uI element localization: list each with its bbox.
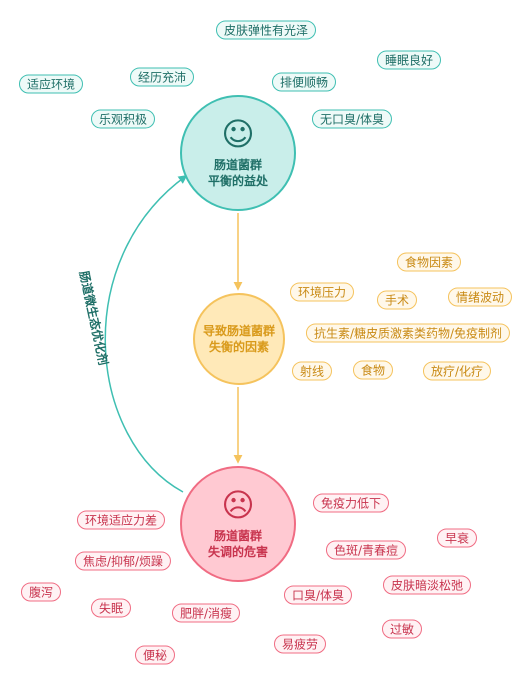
cause-tag: 手术 (376, 290, 418, 310)
cause-tag: 放疗/化疗 (422, 361, 492, 381)
cause-tag: 食物因素 (396, 252, 462, 272)
harms-title-line1: 肠道菌群 (213, 529, 262, 543)
benefits-title-line1: 肠道菌群 (213, 158, 262, 172)
harm-tag: 口臭/体臭 (283, 585, 353, 605)
arc-recovery-arrow (104, 174, 188, 493)
cause-tag: 抗生素/糖皮质激素类药物/免疫制剂 (305, 323, 511, 343)
harm-tag: 免疫力低下 (312, 493, 390, 513)
smile-icon: ☺ (221, 115, 255, 153)
causes-title-line2: 失衡的因素 (208, 340, 269, 354)
harm-tag: 易疲劳 (273, 634, 327, 654)
causes-circle: 导致肠道菌群 失衡的因素 (193, 293, 285, 385)
harm-tag: 色斑/青春痘 (325, 540, 407, 560)
harm-tag: 环境适应力差 (76, 510, 166, 530)
harms-circle: ☹ 肠道菌群 失调的危害 (180, 466, 296, 582)
harm-tag: 肥胖/消瘦 (171, 603, 241, 623)
harm-tag: 腹泻 (20, 582, 62, 602)
harm-tag: 早衰 (436, 528, 478, 548)
benefits-circle: ☺ 肠道菌群 平衡的益处 (180, 95, 296, 211)
benefit-tag: 适应环境 (18, 74, 84, 94)
benefit-tag: 经历充沛 (129, 67, 195, 87)
cause-tag: 环境压力 (289, 282, 355, 302)
harm-tag: 便秘 (134, 645, 176, 665)
harm-tag: 失眠 (90, 598, 132, 618)
cause-tag: 射线 (291, 361, 333, 381)
harms-title-line2: 失调的危害 (207, 545, 268, 559)
benefit-tag: 无口臭/体臭 (311, 109, 393, 129)
benefit-tag: 排便顺畅 (271, 72, 337, 92)
harm-tag: 皮肤暗淡松弛 (382, 575, 472, 595)
benefit-tag: 乐观积极 (90, 109, 156, 129)
benefit-tag: 皮肤弹性有光泽 (215, 20, 317, 40)
frown-icon: ☹ (221, 486, 255, 524)
benefit-tag: 睡眠良好 (376, 50, 442, 70)
harm-tag: 焦虑/抑郁/烦躁 (74, 551, 172, 571)
benefits-title-line2: 平衡的益处 (207, 174, 268, 188)
cause-tag: 情绪波动 (447, 287, 513, 307)
harm-tag: 过敏 (381, 619, 423, 639)
cause-tag: 食物 (352, 360, 394, 380)
causes-title-line1: 导致肠道菌群 (202, 324, 275, 338)
